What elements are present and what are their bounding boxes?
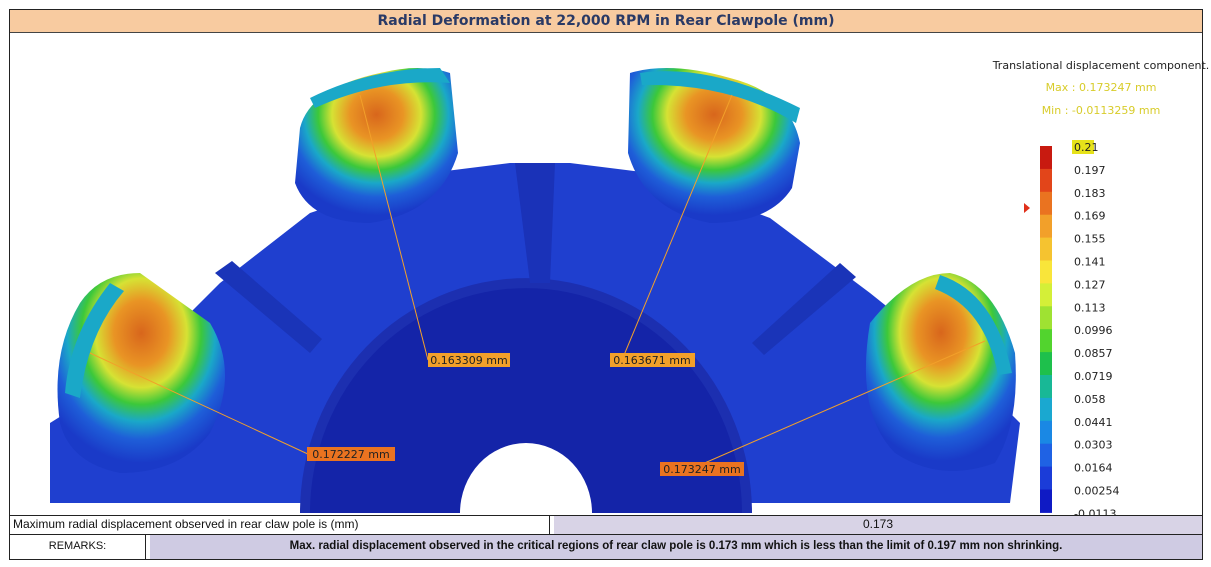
legend-tick-label: 0.0996 bbox=[1074, 324, 1113, 337]
legend-swatch bbox=[1040, 352, 1052, 376]
legend-tick-labels: 0.21 0.197 0.183 0.169 0.155 0.141 0.127 0.113 0… bbox=[1072, 140, 1120, 520]
legend-color-bar bbox=[1040, 146, 1052, 513]
legend-swatch bbox=[1040, 306, 1052, 330]
fea-contour-plot: 0.163309 mm 0.163671 mm 0.172227 mm 0.17… bbox=[10, 33, 1209, 520]
probe-label-2: 0.172227 mm bbox=[307, 447, 395, 461]
legend-swatch bbox=[1040, 237, 1052, 261]
legend-swatch bbox=[1040, 168, 1052, 193]
legend-heading: Translational displacement component. bbox=[992, 59, 1210, 72]
probe-leaders bbox=[89, 94, 986, 466]
legend-max: Max : 0.173247 mm bbox=[1046, 81, 1157, 94]
probe-label-3-text: 0.173247 mm bbox=[663, 463, 740, 476]
legend-tick-label: 0.0303 bbox=[1074, 439, 1113, 452]
legend-swatch bbox=[1040, 397, 1052, 422]
legend-swatch bbox=[1040, 329, 1052, 353]
legend-swatch bbox=[1040, 443, 1052, 468]
legend-tick-highlight bbox=[1072, 140, 1094, 154]
remarks-label: REMARKS: bbox=[10, 535, 146, 559]
probe-label-0: 0.163309 mm bbox=[428, 353, 510, 367]
summary-row: Maximum radial displacement observed in … bbox=[10, 515, 1202, 534]
claw-pod-right bbox=[865, 273, 1016, 471]
legend-min: Min : -0.0113259 mm bbox=[1042, 104, 1161, 117]
probe-label-2-text: 0.172227 mm bbox=[312, 448, 389, 461]
probe-label-1: 0.163671 mm bbox=[610, 353, 695, 367]
page-title: Radial Deformation at 22,000 RPM in Rear… bbox=[10, 10, 1202, 33]
legend-swatch bbox=[1040, 420, 1052, 445]
legend-swatch bbox=[1040, 283, 1052, 307]
legend-marker-icon bbox=[1024, 203, 1030, 213]
legend-tick-label: 0.00254 bbox=[1074, 485, 1120, 498]
probe-label-3: 0.173247 mm bbox=[660, 462, 744, 476]
legend-swatch bbox=[1040, 466, 1052, 490]
legend-swatch bbox=[1040, 260, 1052, 284]
claw-pod-left bbox=[57, 273, 225, 473]
legend-swatch bbox=[1040, 191, 1052, 216]
claw-pod-top-left bbox=[295, 68, 458, 223]
probe-label-1-text: 0.163671 mm bbox=[613, 354, 690, 367]
legend-swatch bbox=[1040, 214, 1052, 239]
summary-label: Maximum radial displacement observed in … bbox=[10, 516, 550, 534]
legend-tick-label: 0.0441 bbox=[1074, 416, 1113, 429]
legend-tick-label: 0.127 bbox=[1074, 278, 1106, 291]
report-frame: Radial Deformation at 22,000 RPM in Rear… bbox=[9, 9, 1209, 560]
probe-label-0-text: 0.163309 mm bbox=[430, 354, 507, 367]
legend-swatch bbox=[1040, 146, 1052, 170]
legend-tick-label: 0.197 bbox=[1074, 164, 1106, 177]
legend-tick-label: 0.141 bbox=[1074, 256, 1106, 269]
legend-tick-label: 0.21 bbox=[1074, 141, 1099, 154]
legend-tick-label: 0.058 bbox=[1074, 393, 1106, 406]
legend-tick-label: 0.0857 bbox=[1074, 347, 1113, 360]
legend-swatch bbox=[1040, 489, 1052, 513]
claw-pod-top-right bbox=[628, 68, 800, 223]
legend-tick-label: 0.169 bbox=[1074, 210, 1106, 223]
remarks-text: Max. radial displacement observed in the… bbox=[150, 535, 1202, 559]
legend-tick-label: 0.155 bbox=[1074, 233, 1106, 246]
legend-swatch bbox=[1040, 375, 1052, 399]
clawpole-body bbox=[50, 163, 1020, 513]
legend-tick-label: 0.183 bbox=[1074, 187, 1106, 200]
color-legend: Translational displacement component. Ma… bbox=[992, 59, 1210, 520]
legend-tick-label: 0.113 bbox=[1074, 301, 1106, 314]
legend-tick-label: 0.0164 bbox=[1074, 462, 1113, 475]
legend-tick-label: 0.0719 bbox=[1074, 370, 1113, 383]
remarks-row: REMARKS: Max. radial displacement observ… bbox=[10, 534, 1202, 559]
summary-value: 0.173 bbox=[554, 516, 1202, 534]
